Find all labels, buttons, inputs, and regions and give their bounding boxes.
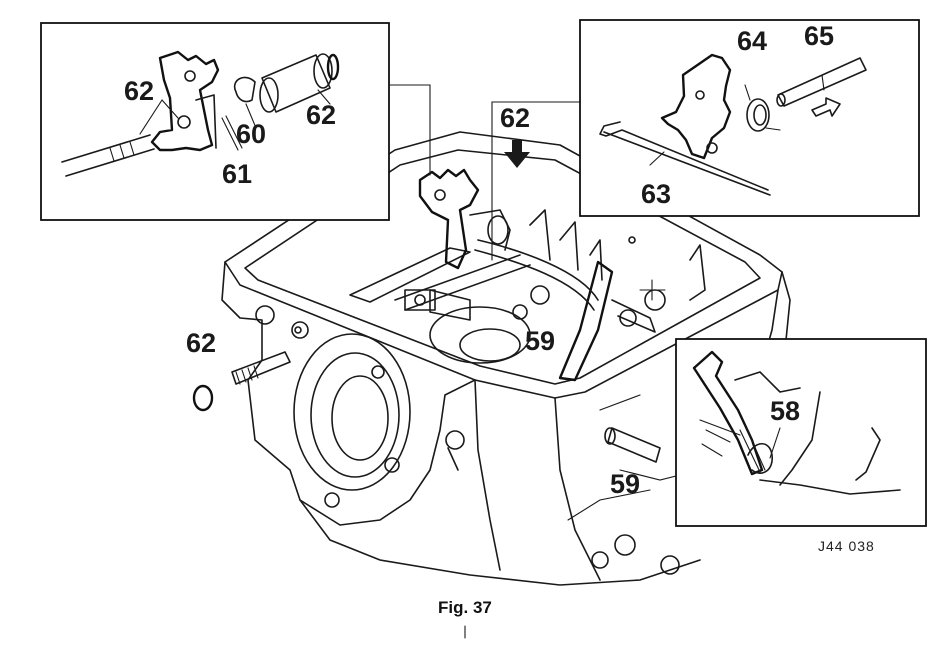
- gearbox-housing-drawing: [192, 84, 791, 586]
- callout-label: 61: [222, 159, 252, 189]
- inset-left-detail: [40, 22, 390, 221]
- inset-lower-right-detail: [675, 338, 927, 527]
- callout-label: 62: [500, 103, 530, 133]
- figure-caption: Fig. 37: [438, 598, 492, 617]
- callout-label: 60: [236, 119, 266, 149]
- reference-code: J44 038: [818, 538, 875, 554]
- inset-right-detail: [579, 19, 920, 217]
- callout-label: 62: [186, 328, 216, 358]
- callout-label: 59: [525, 326, 555, 356]
- callout-label: 64: [737, 26, 767, 56]
- callout-label: 59: [610, 469, 640, 499]
- callout-label: 63: [641, 179, 671, 209]
- callout-label: 65: [804, 21, 834, 51]
- callout-label: 62: [124, 76, 154, 106]
- callout-label: 62: [306, 100, 336, 130]
- callout-label: 58: [770, 396, 800, 426]
